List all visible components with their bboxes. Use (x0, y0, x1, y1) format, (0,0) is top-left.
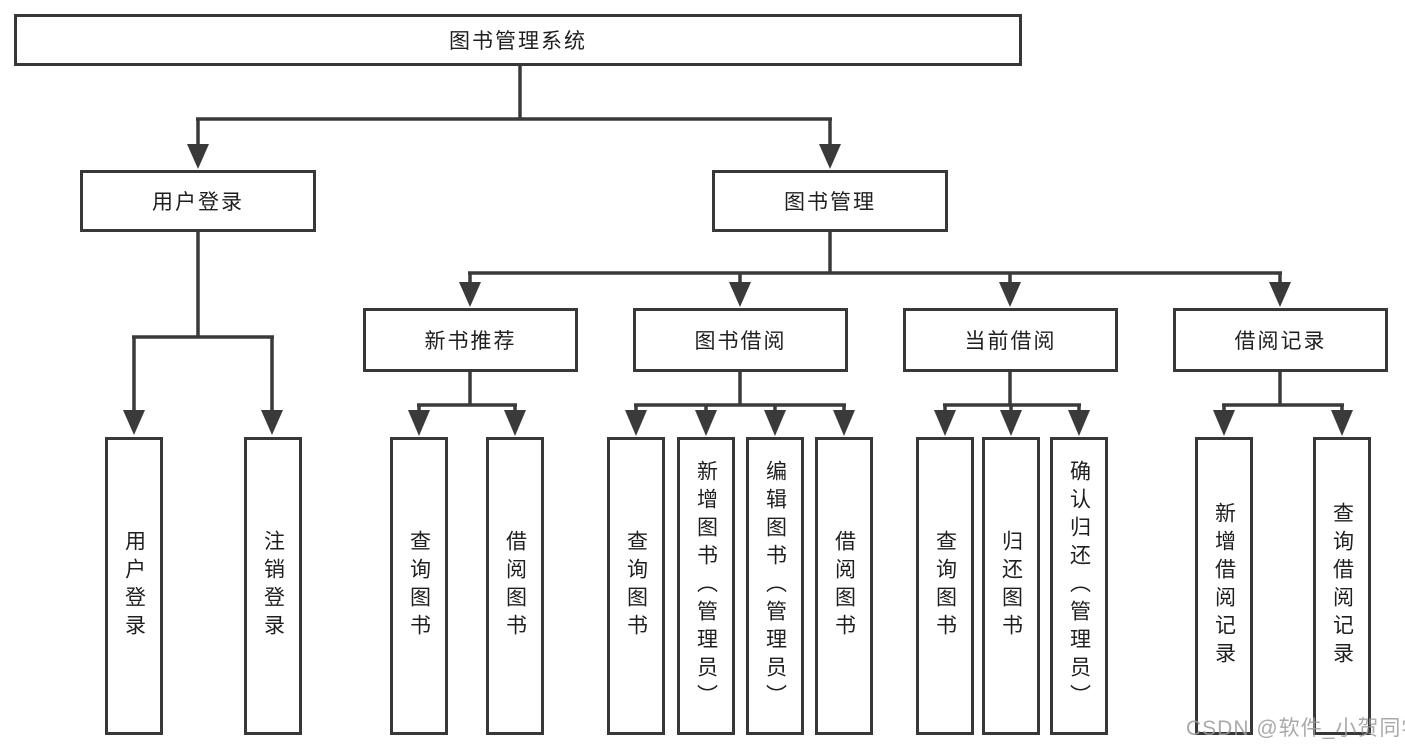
arrowhead-icon (833, 410, 855, 436)
node-leaf-user-login: 用户登录 (105, 437, 163, 735)
node-user-login: 用户登录 (80, 170, 316, 232)
node-leaf-query-borrow-record: 查询借阅记录 (1313, 437, 1371, 735)
node-label: 图书管理 (784, 191, 876, 214)
node-label: 查询图书 (933, 530, 957, 642)
node-leaf-query-books-1: 查询图书 (390, 437, 448, 735)
arrowhead-icon (1331, 410, 1353, 436)
arrowhead-icon (504, 410, 526, 436)
arrowhead-icon (999, 282, 1021, 307)
arrowhead-icon (1068, 410, 1090, 436)
arrowhead-icon (261, 410, 283, 435)
arrowhead-icon (819, 144, 841, 169)
arrowhead-icon (187, 144, 209, 169)
connector-root-to-level2 (187, 66, 841, 169)
node-leaf-borrow-books-1: 借阅图书 (486, 437, 544, 735)
node-current-borrow: 当前借阅 (903, 308, 1118, 372)
connector-book-management-to-level3 (459, 232, 1291, 307)
node-label: 查询图书 (407, 530, 431, 642)
arrowhead-icon (459, 282, 481, 307)
node-leaf-return-book: 归还图书 (982, 437, 1040, 735)
node-label: 归还图书 (999, 530, 1023, 642)
connector-user-login-to-leaves (123, 232, 283, 435)
node-leaf-logout: 注销登录 (244, 437, 302, 735)
node-leaf-add-book-admin: 新增图书（管理员） (677, 437, 735, 735)
node-label: 用户登录 (122, 530, 146, 642)
node-label: 借阅图书 (832, 530, 856, 642)
node-label: 借阅图书 (503, 530, 527, 642)
node-leaf-borrow-books-2: 借阅图书 (815, 437, 873, 735)
watermark-text: CSDN @软件_小贺同学 (1186, 717, 1405, 740)
node-label: 新增图书（管理员） (694, 460, 718, 712)
node-label: 新书推荐 (424, 330, 517, 353)
node-label: 查询借阅记录 (1330, 502, 1354, 670)
connector-borrow-records-to-leaves (1213, 372, 1353, 436)
connector-book-borrow-to-leaves (625, 372, 855, 436)
node-label: 注销登录 (261, 530, 285, 642)
arrowhead-icon (764, 410, 786, 436)
arrowhead-icon (729, 282, 751, 307)
arrowhead-icon (1213, 410, 1235, 436)
node-label: 当前借阅 (964, 330, 1057, 353)
arrowhead-icon (123, 410, 145, 435)
arrowhead-icon (934, 410, 956, 436)
node-label: 借阅记录 (1234, 330, 1327, 353)
node-leaf-confirm-return-admin: 确认归还（管理员） (1050, 437, 1108, 735)
connector-new-book-to-leaves (408, 372, 526, 436)
node-label: 图书借阅 (694, 330, 787, 353)
node-leaf-edit-book-admin: 编辑图书（管理员） (746, 437, 804, 735)
node-leaf-add-borrow-record: 新增借阅记录 (1195, 437, 1253, 735)
node-leaf-query-books-2: 查询图书 (607, 437, 665, 735)
node-label: 图书管理系统 (449, 30, 587, 53)
node-label: 编辑图书（管理员） (763, 460, 787, 712)
arrowhead-icon (1000, 410, 1022, 436)
node-borrow-records: 借阅记录 (1173, 308, 1388, 372)
connector-current-borrow-to-leaves (934, 372, 1090, 436)
node-root-system: 图书管理系统 (14, 14, 1022, 66)
arrowhead-icon (625, 410, 647, 436)
node-book-management: 图书管理 (712, 170, 948, 232)
node-new-book-recommend: 新书推荐 (363, 308, 578, 372)
arrowhead-icon (1269, 282, 1291, 307)
node-label: 确认归还（管理员） (1067, 460, 1091, 712)
node-book-borrow: 图书借阅 (633, 308, 848, 372)
node-label: 新增借阅记录 (1212, 502, 1236, 670)
arrowhead-icon (408, 410, 430, 436)
node-label: 用户登录 (152, 191, 244, 214)
node-leaf-query-books-3: 查询图书 (916, 437, 974, 735)
arrowhead-icon (695, 410, 717, 436)
node-label: 查询图书 (624, 530, 648, 642)
